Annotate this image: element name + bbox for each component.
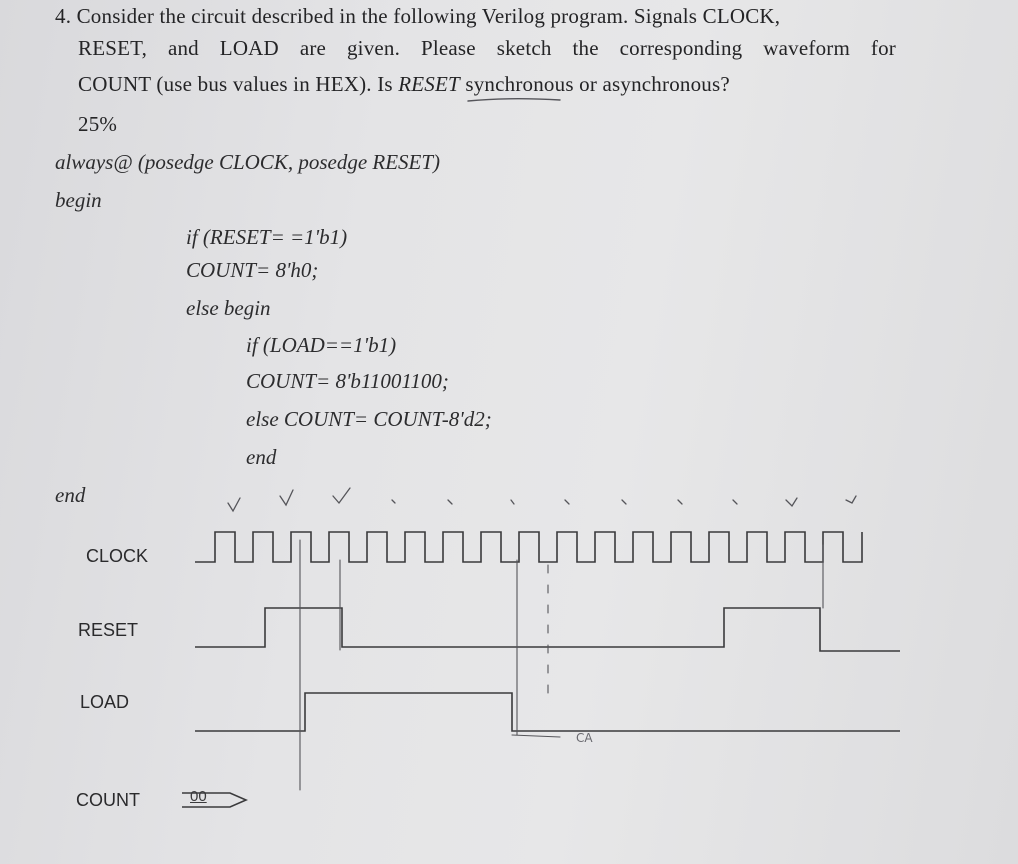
clock-waveform	[195, 531, 863, 563]
load-waveform	[195, 692, 900, 732]
clock-label: CLOCK	[86, 546, 149, 566]
code-count-reset-line: COUNT= 8'h0;	[186, 258, 319, 282]
question-line-3-start: COUNT (use bus values in HEX). Is	[78, 72, 399, 96]
count-label: COUNT	[76, 790, 140, 810]
pencil-annotation: CA	[576, 731, 593, 745]
load-label: LOAD	[80, 692, 130, 712]
code-outer-end-line: end	[55, 483, 86, 507]
count-initial-value: 00	[190, 788, 207, 805]
reset-emphasis: RESET	[398, 72, 460, 96]
count-bus-shape	[182, 792, 248, 808]
pencil-check-marks	[227, 487, 857, 513]
code-else-decrement-line: else COUNT= COUNT-8'd2;	[246, 407, 492, 431]
reset-underline-mark	[467, 98, 561, 102]
pencil-guide-lines	[299, 539, 824, 791]
question-line-1: 4. Consider the circuit described in the…	[55, 4, 781, 28]
reset-label: RESET	[78, 620, 139, 640]
code-else-begin-line: else begin	[186, 296, 271, 320]
reset-waveform	[195, 607, 900, 652]
question-line-3: COUNT (use bus values in HEX). Is RESET …	[78, 72, 896, 97]
code-count-load-line: COUNT= 8'b11001100;	[246, 369, 449, 393]
question-weight: 25%	[78, 112, 118, 136]
code-begin-line: begin	[55, 188, 102, 212]
question-line-3-end: synchronous or asynchronous?	[459, 72, 730, 96]
code-if-reset-line: if (RESET= =1'b1)	[186, 225, 348, 249]
code-if-load-line: if (LOAD==1'b1)	[246, 333, 397, 357]
code-always-line: always@ (posedge CLOCK, posedge RESET)	[55, 150, 441, 174]
code-inner-end-line: end	[246, 445, 277, 469]
question-line-2: RESET, and LOAD are given. Please sketch…	[78, 36, 896, 60]
